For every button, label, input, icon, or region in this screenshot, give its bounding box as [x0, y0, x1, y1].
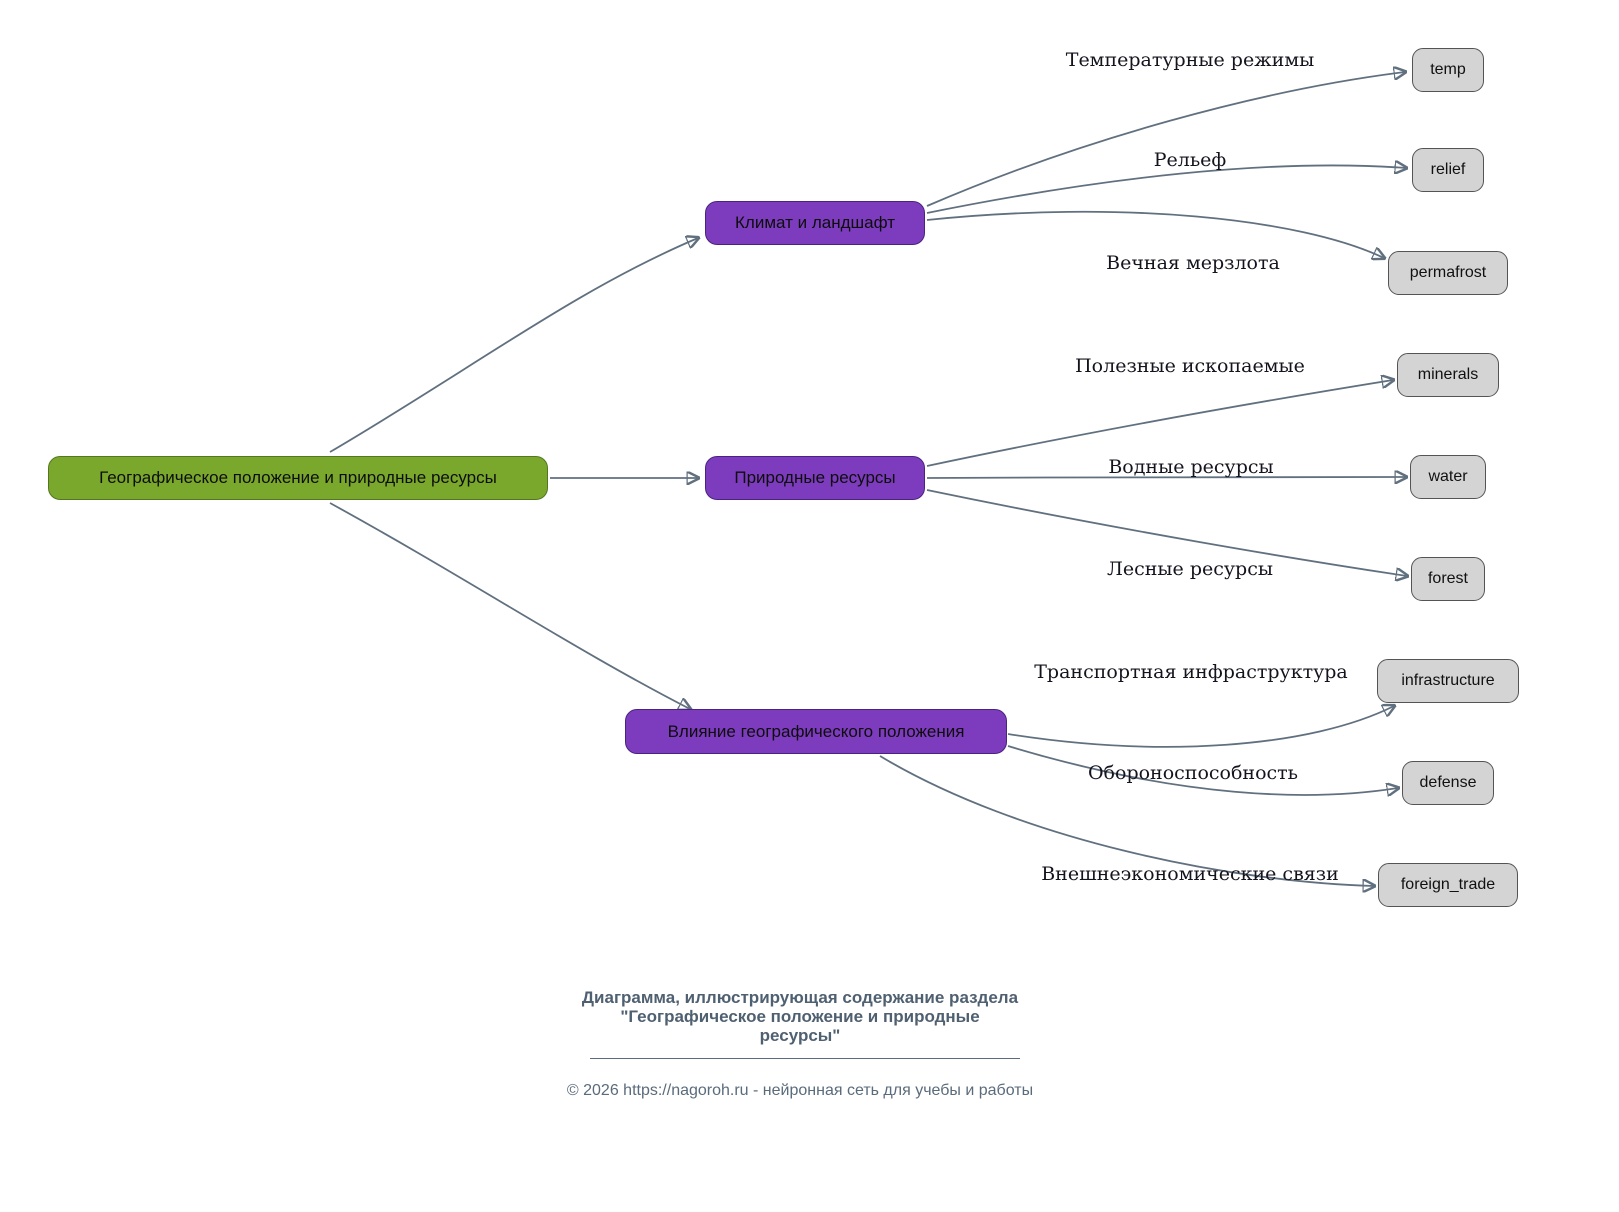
- leaf-node-permafrost: permafrost: [1388, 251, 1508, 295]
- branch-node-influence: Влияние географического положения: [625, 709, 1007, 754]
- footer-caption-line2: "Географическое положение и природные: [620, 1007, 980, 1026]
- leaf-node-infrastructure: infrastructure: [1377, 659, 1519, 703]
- leaf-node-water-label: water: [1428, 468, 1468, 485]
- edge-influence-foreign-trade: [879, 755, 1374, 886]
- branch-node-resources-label: Природные ресурсы: [734, 468, 896, 487]
- leaf-node-temp-label: temp: [1430, 61, 1466, 78]
- footer-copyright: © 2026 https://nagoroh.ru - нейронная се…: [566, 1082, 1034, 1099]
- footer-caption-line1: Диаграмма, иллюстрирующая содержание раз…: [581, 988, 1019, 1007]
- edge-influence-defense: [1007, 745, 1398, 795]
- leaf-node-foreign-trade-label: foreign_trade: [1400, 876, 1496, 893]
- edge-resources-minerals: [926, 380, 1393, 467]
- leaf-node-minerals-label: minerals: [1417, 366, 1479, 383]
- footer-caption-line3: ресурсы": [759, 1026, 841, 1045]
- branch-node-influence-label: Влияние географического положения: [667, 721, 965, 741]
- leaf-node-defense: defense: [1402, 761, 1494, 805]
- edge-label-defense: Обороноспособность: [1087, 762, 1299, 784]
- edge-label-temp: Температурные режимы: [1065, 49, 1315, 71]
- footer-divider: [590, 1058, 1020, 1059]
- leaf-node-forest-label: forest: [1427, 570, 1468, 587]
- edge-influence-infrastructure: [1007, 706, 1394, 748]
- leaf-node-permafrost-label: permafrost: [1409, 264, 1487, 281]
- edge-resources-water: [926, 477, 1406, 478]
- leaf-node-minerals: minerals: [1397, 353, 1499, 397]
- leaf-node-temp: temp: [1412, 48, 1484, 92]
- leaf-node-relief: relief: [1412, 148, 1484, 192]
- leaf-node-foreign-trade: foreign_trade: [1378, 863, 1518, 907]
- branch-node-climate-label: Климат и ландшафт: [735, 213, 895, 232]
- leaf-node-infrastructure-label: infrastructure: [1401, 672, 1495, 689]
- leaf-node-defense-label: defense: [1419, 774, 1477, 791]
- edge-label-water: Водные ресурсы: [1108, 456, 1274, 478]
- edge-root-climate: [329, 238, 698, 453]
- branch-node-climate: Климат и ландшафт: [705, 201, 925, 245]
- leaf-node-water: water: [1410, 455, 1486, 499]
- edge-label-minerals: Полезные ископаемые: [1075, 355, 1305, 377]
- edge-label-relief: Рельеф: [1153, 149, 1227, 171]
- edge-label-forest: Лесные ресурсы: [1107, 558, 1273, 580]
- footer-caption: Диаграмма, иллюстрирующая содержание раз…: [550, 988, 1050, 1045]
- branch-node-resources: Природные ресурсы: [705, 456, 925, 500]
- edge-climate-temp: [926, 72, 1405, 207]
- edge-root-influence: [329, 502, 690, 709]
- edge-climate-permafrost: [926, 210, 1384, 258]
- root-node-label: Географическое положение и природные рес…: [99, 468, 497, 487]
- edge-label-foreign-trade: Внешнеэкономические связи: [1041, 863, 1339, 885]
- edge-label-permafrost: Вечная мерзлота: [1106, 252, 1280, 274]
- edge-resources-forest: [926, 489, 1407, 576]
- leaf-node-forest: forest: [1411, 557, 1485, 601]
- leaf-node-relief-label: relief: [1430, 161, 1466, 178]
- root-node: Географическое положение и природные рес…: [48, 456, 548, 500]
- edge-climate-relief: [926, 165, 1406, 214]
- edge-label-infrastructure: Транспортная инфраструктура: [1034, 661, 1348, 683]
